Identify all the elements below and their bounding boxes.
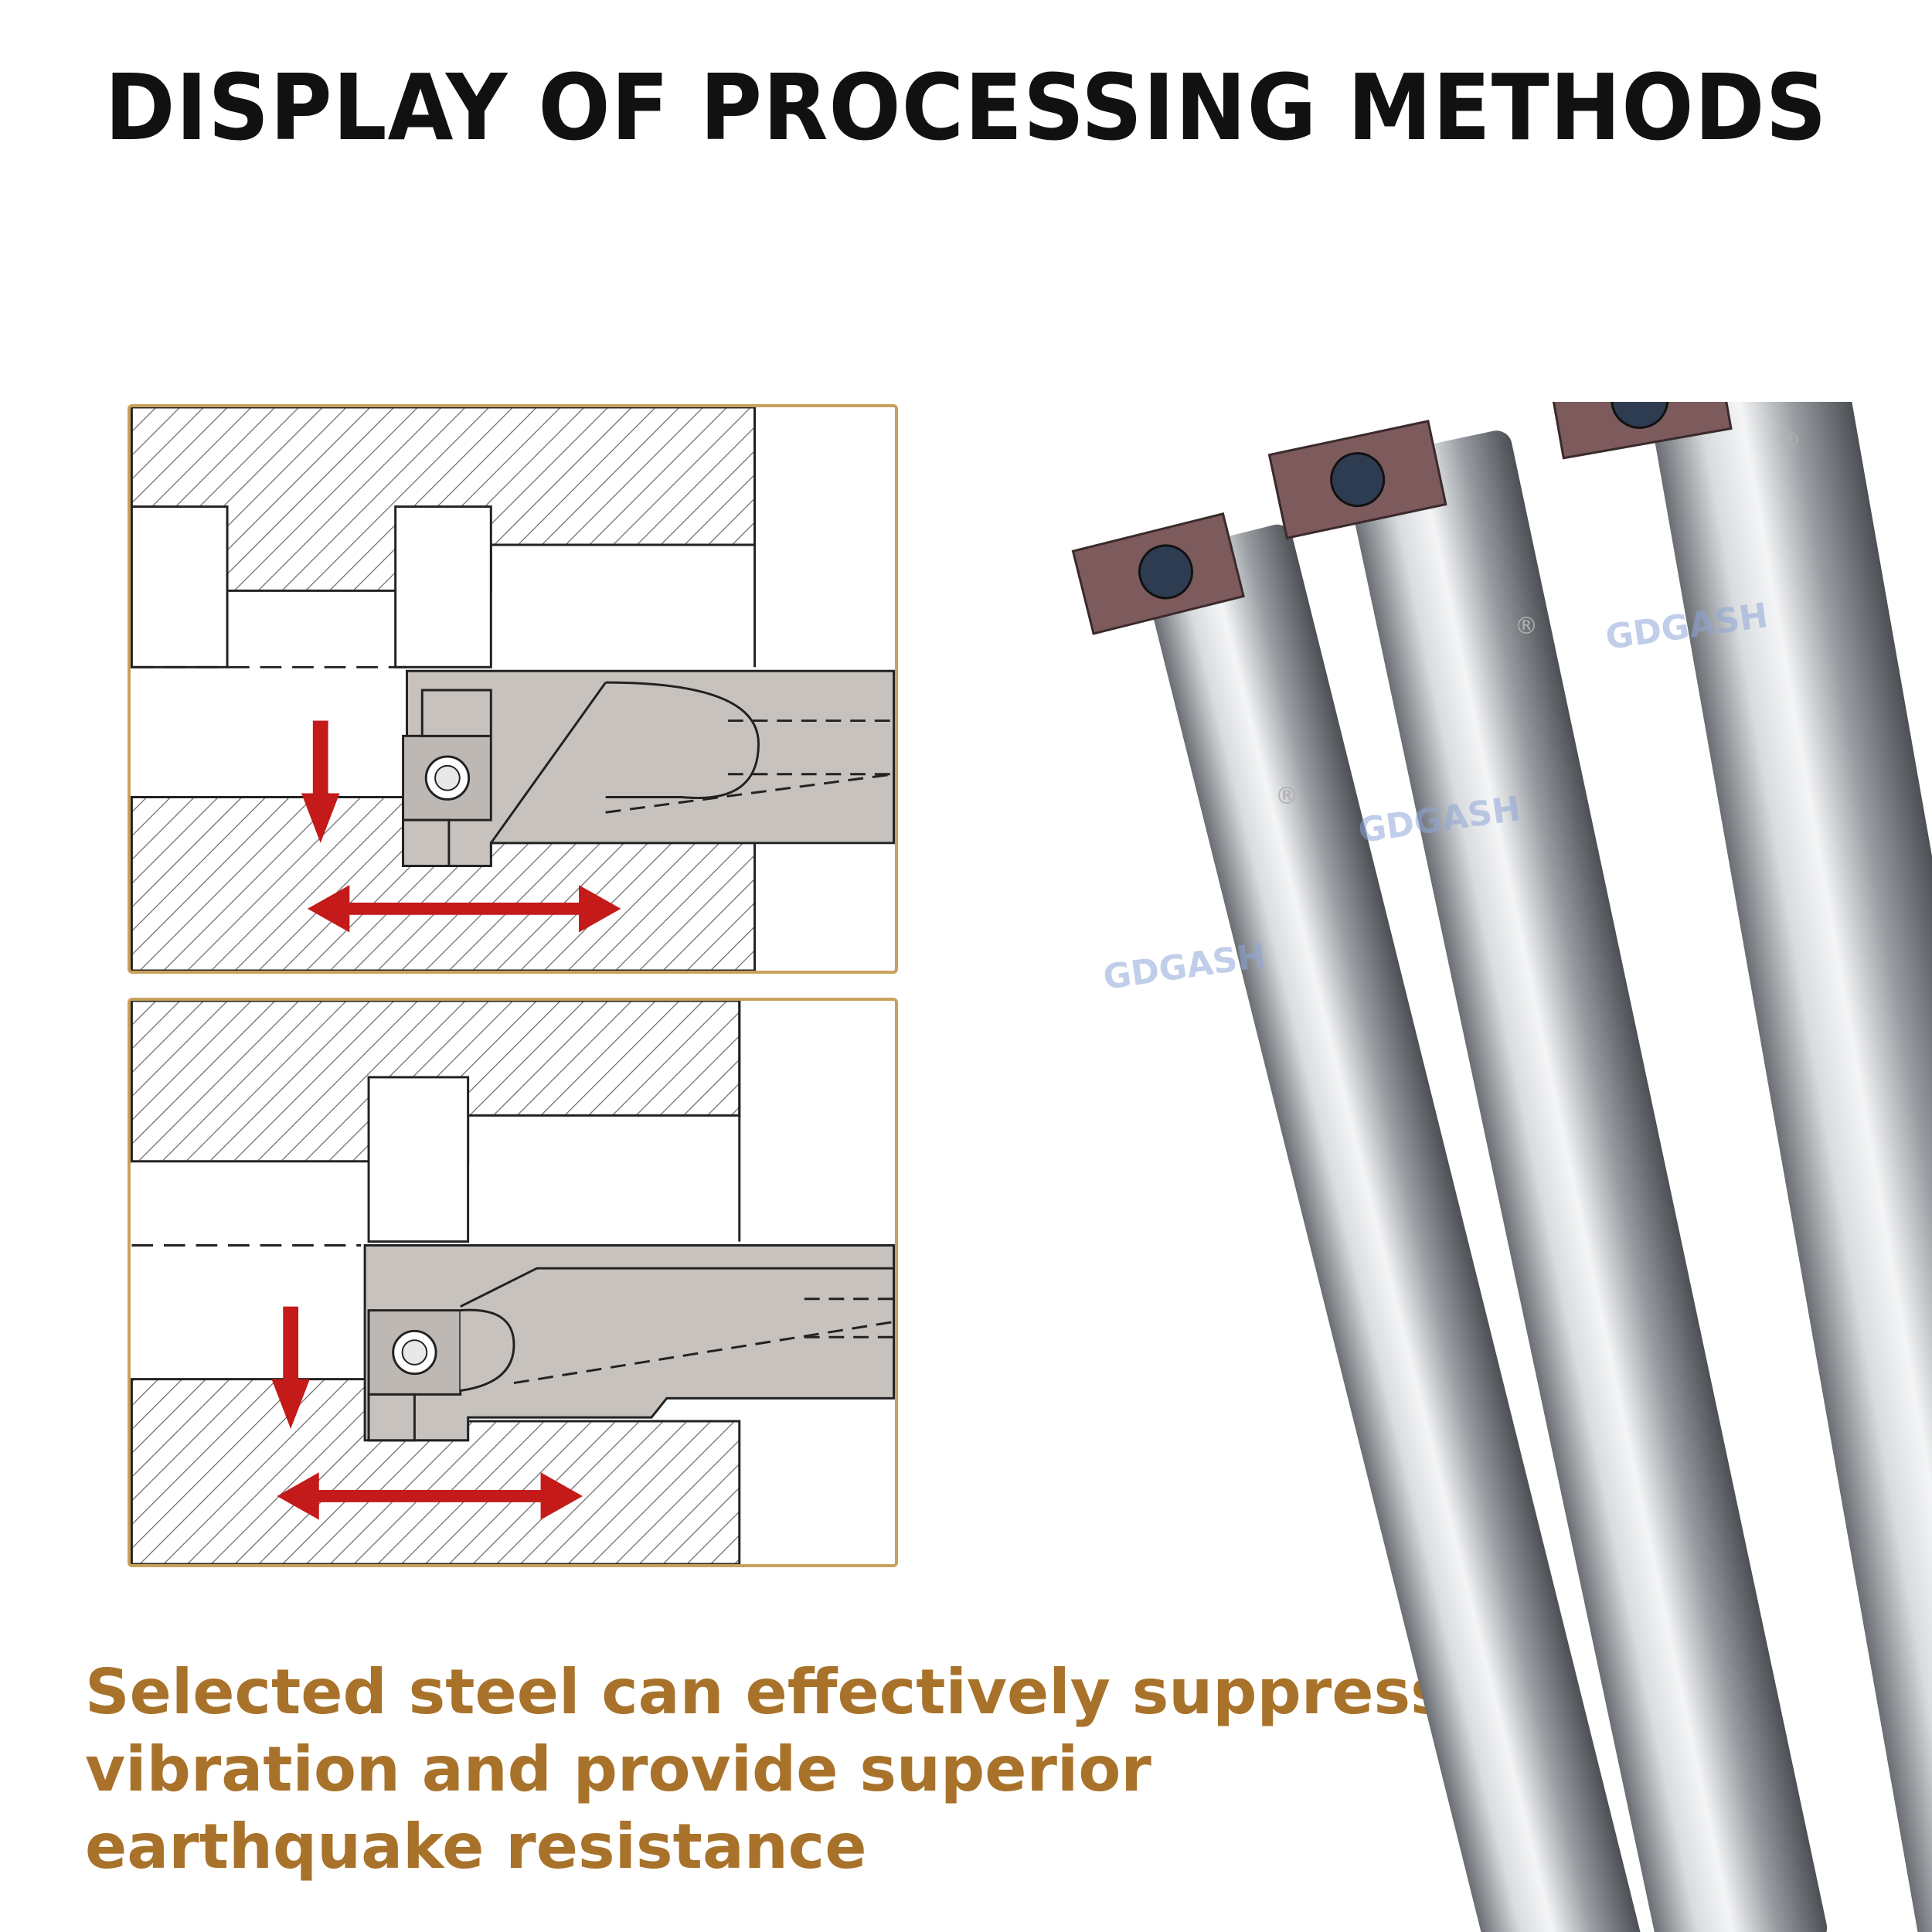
tool-left: [1071, 512, 1641, 1932]
traverse-arrow: [277, 1472, 583, 1520]
feed-arrow-down: [271, 1306, 310, 1429]
groove-slot-upper: [131, 505, 229, 668]
caption-line-2: vibration and provide superior: [85, 1733, 1151, 1805]
caption: Selected steel can effectively suppress …: [85, 1654, 1447, 1886]
traverse-arrow: [307, 885, 621, 933]
caption-line-3: earthquake resistance: [85, 1811, 867, 1883]
insert-screw-icon: [1330, 452, 1386, 508]
processing-diagram-2: [128, 998, 898, 1567]
registered-mark: ®: [1275, 783, 1298, 810]
diagram-2-svg: [131, 1001, 895, 1564]
diagram-1-svg: [131, 407, 895, 971]
registered-mark-3: ®: [1777, 427, 1801, 454]
registered-mark-2: ®: [1515, 613, 1538, 640]
tools-illustration: GDGASH GDGASH GDGASH ® ® ®: [1071, 402, 1932, 1932]
insert-screw-icon: [1611, 402, 1669, 429]
feed-arrow-down: [301, 720, 340, 843]
caption-line-1: Selected steel can effectively suppress: [85, 1656, 1447, 1728]
processing-diagram-1: [128, 404, 898, 974]
tool-right: [1546, 402, 1932, 1932]
insert-right: [1546, 402, 1733, 460]
page-title: DISPLAY OF PROCESSING METHODS: [104, 54, 1828, 161]
insert-screw-icon: [1138, 544, 1194, 600]
groove-slot-upper: [367, 1076, 470, 1243]
tool-middle: [1267, 420, 1828, 1932]
boring-tools-photo: GDGASH GDGASH GDGASH ® ® ®: [1020, 402, 1932, 1932]
brand-watermark: GDGASH: [1100, 936, 1267, 998]
